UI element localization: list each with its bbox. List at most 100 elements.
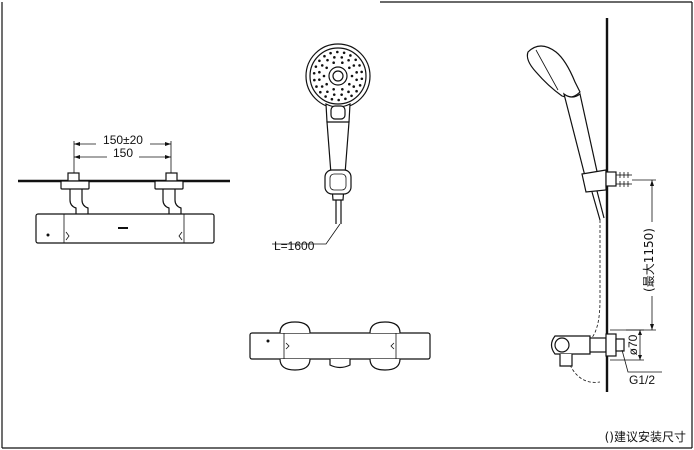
nozzle-dot xyxy=(360,70,363,74)
thread-leader xyxy=(621,349,662,373)
nozzle-dot xyxy=(354,58,357,62)
dim-cover-diameter: ø70 xyxy=(626,334,640,355)
dim-label-bg-vertical xyxy=(640,222,658,296)
right-wall-fitting xyxy=(165,172,178,182)
nozzle-dot xyxy=(332,61,335,64)
right-union-line-2 xyxy=(174,189,182,214)
nozzle-dot xyxy=(352,64,356,67)
nozzle-dot xyxy=(322,74,326,78)
shower-handle-side xyxy=(562,92,599,181)
dim-max-height: (最大1150) xyxy=(642,228,656,292)
nozzle-dot xyxy=(352,85,356,88)
nozzle-dot xyxy=(344,97,347,101)
nozzle-dot xyxy=(340,56,344,59)
nozzle-dot xyxy=(332,88,335,91)
installation-note: ()建议安装尺寸 xyxy=(605,429,686,444)
left-wall-fitting xyxy=(67,172,80,182)
right-knob-top xyxy=(369,321,401,334)
nozzle-dot xyxy=(347,90,350,94)
top-arrow-left xyxy=(285,342,290,350)
nozzle-dot xyxy=(342,51,346,55)
shower-head-center xyxy=(328,66,348,86)
nozzle-dot xyxy=(355,89,358,93)
right-escutcheon xyxy=(154,180,184,190)
shower-face-line xyxy=(535,49,559,91)
nozzle-dot xyxy=(314,65,318,68)
nozzle-dot xyxy=(341,61,344,64)
nozzle-dot xyxy=(340,93,343,96)
nozzle-dot xyxy=(350,94,353,98)
screw-threads xyxy=(619,172,629,187)
mixer-front-view: 150±20 150 xyxy=(18,133,230,244)
shower-head-core xyxy=(332,70,344,82)
hose-side-1 xyxy=(591,191,601,221)
nozzle-dot xyxy=(358,64,361,67)
holder-plate xyxy=(605,171,617,187)
nozzle-dot xyxy=(319,90,322,94)
nozzle-dot xyxy=(318,78,321,81)
nozzle-dot xyxy=(347,58,350,62)
left-union-line xyxy=(69,189,77,214)
dim-label-bg-upper xyxy=(96,134,150,146)
nozzle-dot xyxy=(332,93,336,96)
holder-screws xyxy=(616,172,632,187)
mixer-knob-side xyxy=(554,337,570,353)
shower-head-outer xyxy=(305,43,371,109)
nozzle-dot xyxy=(333,56,336,59)
side-view: (最大1150) ø70 G1/2 xyxy=(526,18,662,392)
nozzle-dot xyxy=(320,64,324,67)
nozzle-dot xyxy=(326,58,329,62)
right-knob-bottom xyxy=(369,358,401,371)
left-escutcheon xyxy=(60,180,90,190)
spray-button xyxy=(330,105,346,120)
nozzle-dot xyxy=(318,59,321,63)
threaded-inlet xyxy=(615,338,625,352)
dim-label-bg-lower xyxy=(107,147,139,159)
dim-tolerance-spacing: 150±20 xyxy=(103,133,143,147)
wall-cover-plate xyxy=(605,333,617,357)
hose-route-lower xyxy=(569,364,601,383)
center-logo-mark xyxy=(118,227,128,229)
thread-label: G1/2 xyxy=(629,373,655,387)
nozzle-dot xyxy=(349,54,352,57)
mixer-outlet-side xyxy=(559,354,573,367)
mixer-top-body xyxy=(249,332,431,360)
top-indicator-dot xyxy=(266,339,270,343)
dim-nominal-spacing: 150 xyxy=(113,146,133,160)
top-arrow-right xyxy=(390,342,395,350)
nozzle-dot xyxy=(315,85,318,88)
nozzle-dot xyxy=(355,71,358,74)
nozzle-dot xyxy=(329,51,332,55)
nozzle-dot xyxy=(318,70,321,74)
nozzle-dot xyxy=(326,90,329,94)
left-union-line-2 xyxy=(81,189,89,214)
nozzle-dot xyxy=(325,66,328,70)
nozzle-pattern xyxy=(312,50,364,102)
left-arrow-mark xyxy=(65,231,70,241)
hose-length-label: L=1600 xyxy=(274,239,315,253)
nozzle-dot xyxy=(337,98,340,102)
wall-holder xyxy=(324,169,352,195)
nozzle-dot xyxy=(358,84,362,87)
right-union-line xyxy=(162,189,170,214)
right-arrow-mark xyxy=(178,231,183,241)
side-holder xyxy=(581,169,607,193)
nozzle-dot xyxy=(325,82,328,86)
nozzle-dot xyxy=(330,97,334,101)
nozzle-dot xyxy=(355,78,358,82)
shower-head-side xyxy=(526,45,581,98)
hose-leader xyxy=(272,223,341,245)
side-escutcheon xyxy=(589,337,607,353)
hose-side-2 xyxy=(596,190,605,219)
left-knob-bottom xyxy=(279,358,311,371)
nozzle-dot xyxy=(360,77,364,81)
hand-shower-front-view: L=1600 xyxy=(272,43,371,253)
hose-route-dashed xyxy=(589,220,601,341)
nozzle-dot xyxy=(320,85,324,88)
nozzle-dot xyxy=(348,66,351,70)
left-indicator-dot xyxy=(46,233,50,237)
nozzle-dot xyxy=(350,74,354,78)
shower-head-inner xyxy=(309,47,367,105)
